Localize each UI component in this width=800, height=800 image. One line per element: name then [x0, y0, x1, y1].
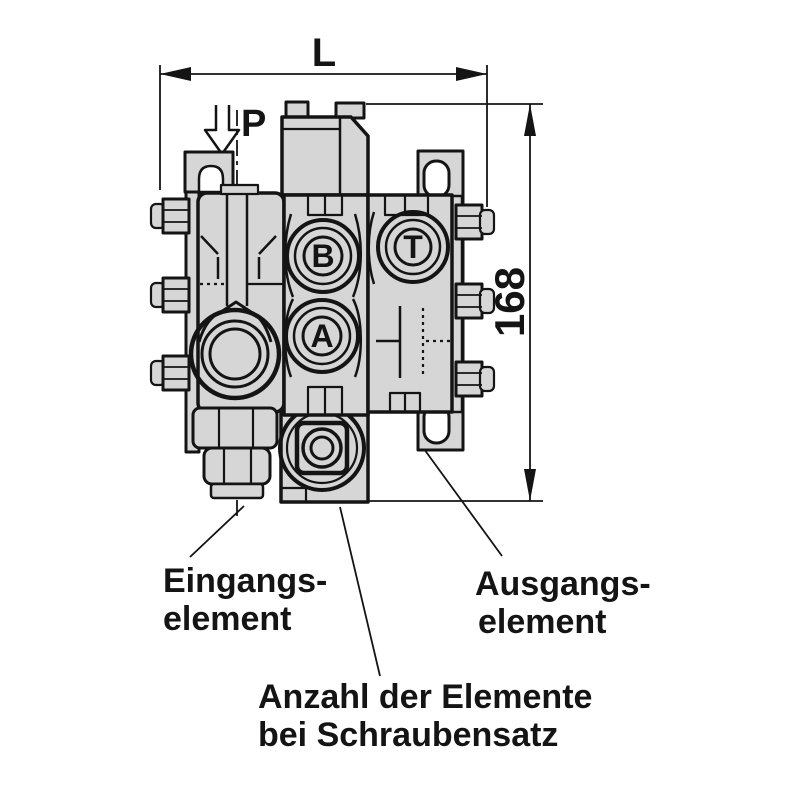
output-element-body	[366, 193, 454, 414]
tie-bolt	[454, 282, 496, 320]
output-element: T	[366, 193, 454, 414]
arrowhead-right	[456, 67, 487, 81]
bottom-port-icon	[309, 435, 335, 461]
port-a: A	[284, 298, 360, 374]
label-element-count-line1: Anzahl der Elemente	[258, 678, 592, 716]
pressure-port-text: P	[241, 103, 266, 145]
leader-lines	[189, 448, 503, 677]
callout-labels: Eingangs- element Ausgangs- element Anza…	[163, 562, 651, 754]
work-element: B A	[282, 193, 370, 417]
arrowhead-top	[524, 104, 536, 136]
dimension-width-L: L	[159, 31, 488, 207]
tie-bolts-right	[454, 203, 496, 398]
top-valve-cap	[280, 100, 370, 197]
port-b-text: B	[311, 238, 334, 274]
hex-nut-large	[191, 406, 279, 450]
flange-square	[294, 420, 350, 476]
port-a-text: A	[310, 318, 333, 354]
relief-valve-nuts	[191, 406, 279, 500]
pressure-arrow-icon	[203, 105, 241, 156]
arrowhead-bottom	[524, 469, 536, 501]
label-output-element-line1: Ausgangs-	[475, 565, 651, 603]
tie-bolt	[149, 197, 191, 235]
tie-bolts-left	[149, 197, 191, 392]
arrowhead-left	[160, 67, 191, 81]
dimension-width-text: L	[312, 31, 336, 75]
adjuster-cap	[209, 482, 265, 500]
valve-assembly: B A T	[149, 100, 496, 504]
bottom-port-flange	[278, 404, 370, 504]
bracket-slot-top	[422, 159, 451, 199]
port-b: B	[285, 218, 361, 294]
leader-element-count	[339, 506, 381, 677]
tie-bolt	[454, 203, 496, 241]
port-t-text: T	[403, 229, 423, 265]
label-input-element-line1: Eingangs-	[163, 562, 327, 600]
leader-output-element	[423, 448, 503, 557]
left-bracket-hole	[197, 164, 225, 194]
spool-symbol	[376, 306, 454, 378]
tie-bolt	[149, 276, 191, 314]
input-element	[188, 183, 286, 414]
tie-bolt	[149, 354, 191, 392]
leader-input-element	[189, 505, 245, 558]
label-output-element-line2: element	[478, 603, 607, 641]
label-input-element-line2: element	[163, 600, 292, 638]
inlet-boss	[188, 307, 282, 401]
label-element-count-line2: bei Schraubensatz	[258, 716, 558, 754]
hex-nut-small	[202, 446, 272, 486]
port-t: T	[376, 210, 450, 284]
tie-bolt	[454, 360, 496, 398]
